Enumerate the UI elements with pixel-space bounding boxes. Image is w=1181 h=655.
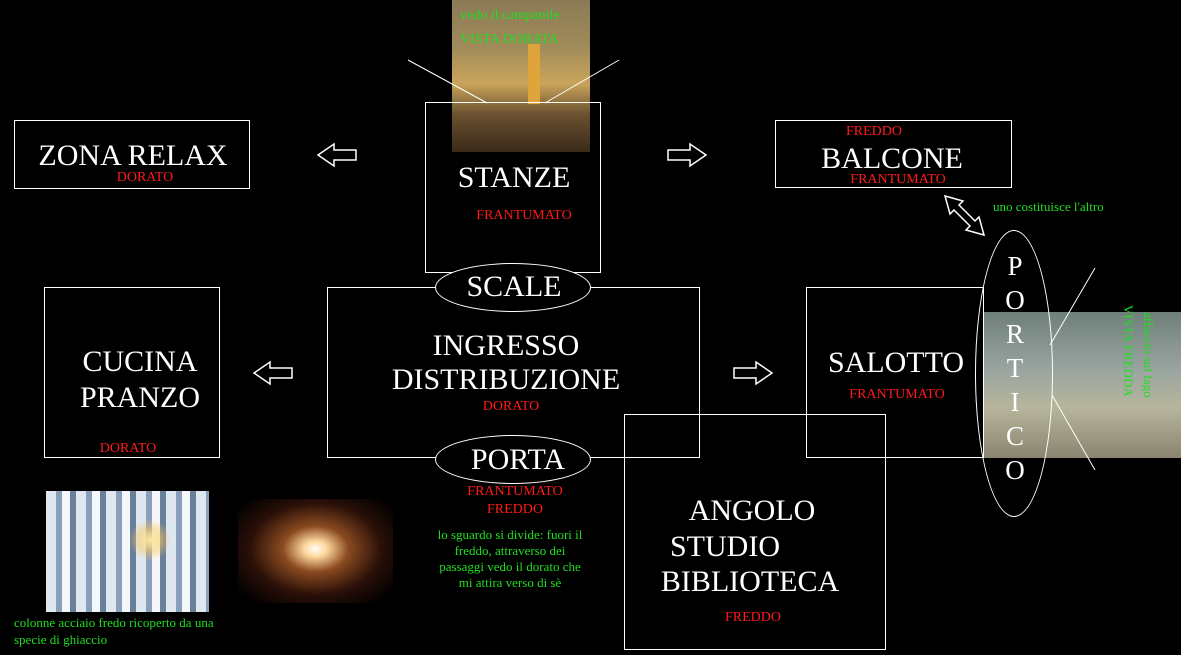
- view-line-left: [407, 59, 488, 104]
- note-colonne-1: colonne acciaio fredo ricoperto da una: [14, 615, 214, 630]
- note-vista-fredda: VISTA FREDDA: [1121, 305, 1136, 397]
- bell-tower-shape: [528, 44, 540, 104]
- note-colonne: colonne acciaio fredo ricoperto da una s…: [14, 614, 214, 648]
- portico-letter: P: [1007, 251, 1023, 281]
- cucina-line1: CUCINA: [82, 345, 198, 378]
- ingresso-tag: DORATO: [482, 399, 540, 414]
- ingresso-line2: DISTRIBUZIONE: [391, 363, 621, 396]
- portico-letter: O: [1005, 285, 1025, 315]
- stanze-box: STANZE FRANTUMATO: [425, 102, 601, 273]
- note-vista-dorata: VISTA DORATA: [460, 32, 559, 47]
- arrow-to-zona-relax: [316, 142, 357, 168]
- zona-relax-tag: DORATO: [116, 170, 174, 185]
- salotto-box: SALOTTO FRANTUMATO: [806, 287, 984, 458]
- note-sguardo-1: lo sguardo si divide: fuori il: [437, 527, 583, 542]
- porta-label: PORTA: [470, 443, 566, 476]
- note-campanile: vedo il campanile: [460, 8, 560, 23]
- arrow-to-balcone: [667, 142, 708, 168]
- balcone-tag-top: FREDDO: [845, 124, 902, 139]
- view-line-portico-down: [1051, 394, 1096, 471]
- view-line-right: [544, 59, 620, 104]
- note-sguardo-2: freddo, attraverso dei: [454, 543, 566, 558]
- balcone-box: FREDDO BALCONE FRANTUMATO: [775, 120, 1012, 188]
- angolo-line3: BIBLIOTECA: [660, 565, 840, 598]
- stanze-title: STANZE: [457, 161, 571, 194]
- portico-letter: I: [1010, 387, 1020, 417]
- angolo-tag: FREDDO: [724, 610, 781, 625]
- zona-relax-box: ZONA RELAX DORATO: [14, 120, 250, 189]
- note-colonne-2: specie di ghiaccio: [14, 632, 108, 647]
- portico-letter: R: [1005, 319, 1024, 349]
- scale-label: SCALE: [466, 270, 562, 303]
- cucina-box: CUCINA PRANZO DORATO: [44, 287, 220, 458]
- icicles-glow: [130, 520, 170, 560]
- porta-tag-frantumato: FRANTUMATO: [467, 484, 563, 499]
- icicles-photo: [46, 491, 209, 612]
- angolo-line2: STUDIO: [670, 530, 780, 563]
- zona-relax-title: ZONA RELAX: [38, 139, 228, 172]
- lake-view-photo: [452, 0, 590, 152]
- view-line-portico-up: [1049, 267, 1096, 346]
- tunnel-photo: [238, 499, 393, 603]
- cucina-tag: DORATO: [99, 441, 157, 456]
- ingresso-line1: INGRESSO: [432, 329, 580, 362]
- arrow-to-cucina: [252, 360, 293, 386]
- salotto-tag: FRANTUMATO: [849, 387, 945, 402]
- note-affaccio: affaccio sul lago: [1141, 312, 1156, 398]
- angolo-box: ANGOLO STUDIO BIBLIOTECA FREDDO: [624, 414, 886, 650]
- arrow-to-salotto: [733, 360, 774, 386]
- arrow-balcone-portico: [943, 194, 986, 237]
- portico-letter: O: [1005, 455, 1025, 485]
- porta-ellipse: PORTA: [435, 435, 591, 484]
- balcone-title: BALCONE: [821, 142, 963, 175]
- note-sguardo-4: mi attira verso di sè: [458, 575, 562, 590]
- scale-ellipse: SCALE: [435, 263, 591, 312]
- balcone-tag-bottom: FRANTUMATO: [850, 172, 946, 187]
- note-sguardo-3: passaggi vedo il dorato che: [439, 559, 581, 574]
- cucina-line2: PRANZO: [79, 381, 200, 414]
- portico-letter: T: [1006, 353, 1024, 383]
- portico-letter: C: [1005, 421, 1024, 451]
- salotto-title: SALOTTO: [827, 346, 965, 379]
- stanze-tag: FRANTUMATO: [476, 208, 572, 223]
- angolo-line1: ANGOLO: [688, 494, 816, 527]
- note-sguardo: lo sguardo si divide: fuori il freddo, a…: [410, 527, 610, 591]
- porta-tag-freddo: FREDDO: [486, 502, 543, 517]
- ingresso-box: INGRESSO DISTRIBUZIONE DORATO: [327, 287, 700, 458]
- note-costituisce: uno costituisce l'altro: [993, 199, 1104, 214]
